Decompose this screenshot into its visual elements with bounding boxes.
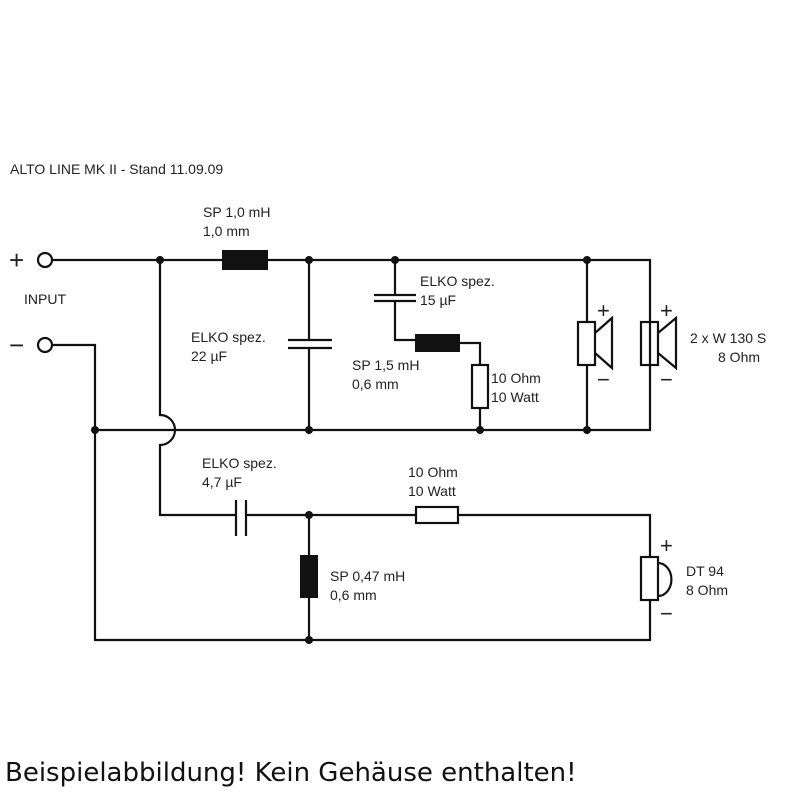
- c15-name: ELKO spez.: [420, 273, 495, 289]
- inductor-sp1-symbol: [222, 250, 268, 270]
- tweeter-minus: −: [660, 601, 673, 626]
- tweeter-icon: [639, 555, 673, 602]
- c15-value: 15 µF: [420, 292, 456, 308]
- r2-power: 10 Watt: [408, 483, 456, 499]
- tweeter-impedance: 8 Ohm: [686, 582, 728, 598]
- input-plus-terminal: [36, 251, 54, 269]
- r2-value: 10 Ohm: [408, 464, 458, 480]
- wires: [52, 258, 652, 642]
- woofer-1-plus: +: [597, 298, 610, 323]
- schematic-title: ALTO LINE MK II - Stand 11.09.09: [10, 161, 223, 177]
- woofer-1-icon: [576, 315, 614, 371]
- resistor-r2-symbol: [414, 505, 460, 525]
- woofer-2-plus: +: [660, 298, 673, 323]
- sp1-name: SP 1,0 mH: [203, 204, 270, 220]
- sp15-name: SP 1,5 mH: [352, 357, 419, 373]
- woofer-2-minus: −: [660, 367, 673, 392]
- tweeter-plus: +: [660, 533, 673, 558]
- tweeter-name: DT 94: [686, 563, 724, 579]
- r1-power: 10 Watt: [491, 389, 539, 405]
- input-plus-sign: +: [9, 245, 24, 275]
- capacitor-22uf-symbol: [288, 338, 332, 350]
- sp047-spec: 0,6 mm: [330, 587, 377, 603]
- c22-name: ELKO spez.: [191, 329, 266, 345]
- c47-name: ELKO spez.: [202, 455, 277, 471]
- input-minus-sign: −: [9, 330, 24, 360]
- sp047-name: SP 0,47 mH: [330, 568, 405, 584]
- junction-dots: [91, 256, 591, 644]
- woofer-1-minus: −: [597, 367, 610, 392]
- inductor-sp047-symbol: [300, 555, 318, 598]
- input-minus-terminal: [36, 336, 54, 354]
- capacitor-15uf-symbol: [374, 293, 416, 303]
- sp15-spec: 0,6 mm: [352, 376, 399, 392]
- sp1-spec: 1,0 mm: [203, 223, 250, 239]
- woofer-2-icon: [639, 315, 678, 371]
- disclaimer-caption: Beispielabbildung! Kein Gehäuse enthalte…: [5, 758, 577, 788]
- resistor-r1-symbol: [470, 363, 490, 410]
- woofers-name: 2 x W 130 S: [690, 330, 766, 346]
- inductor-sp15-symbol: [415, 334, 460, 352]
- woofers-impedance: 8 Ohm: [718, 349, 760, 365]
- c22-value: 22 µF: [191, 348, 227, 364]
- c47-value: 4,7 µF: [202, 474, 242, 490]
- input-label: INPUT: [24, 291, 66, 307]
- r1-value: 10 Ohm: [491, 370, 541, 386]
- capacitor-4-7uf-symbol: [234, 500, 248, 536]
